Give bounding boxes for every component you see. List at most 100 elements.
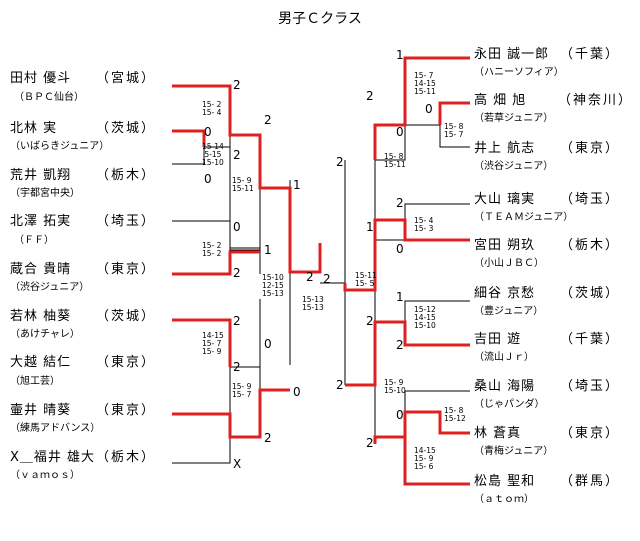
match-result: 0 bbox=[204, 125, 212, 139]
winner-line bbox=[343, 56, 470, 486]
player-name: 永田 誠一郎 bbox=[474, 47, 550, 62]
match-result: 0 bbox=[425, 102, 433, 116]
player-pref: （埼玉） bbox=[560, 379, 621, 394]
player-pref: （埼玉） bbox=[560, 192, 621, 207]
player-pref: （東京） bbox=[560, 141, 621, 156]
player-pref: （東京） bbox=[560, 426, 621, 441]
player-pref: （栃木） bbox=[96, 450, 157, 465]
player-name: 松島 聖和 bbox=[474, 474, 536, 489]
match-result: 0 bbox=[264, 337, 272, 351]
player-name: 吉田 遊 bbox=[474, 332, 522, 347]
match-result: 0 bbox=[204, 172, 212, 186]
match-result: 1 bbox=[366, 220, 374, 234]
player-pref: （茨城） bbox=[560, 286, 621, 301]
match-result: 0 bbox=[396, 408, 404, 422]
player-pref: （千葉） bbox=[560, 47, 621, 62]
winner-line bbox=[172, 129, 290, 439]
player-name: 蔵合 貴晴 bbox=[10, 262, 72, 277]
player-pref: （栃木） bbox=[560, 238, 621, 253]
match-score: 15- 8 15-12 bbox=[444, 406, 466, 423]
match-score: 15- 8 15-11 bbox=[384, 152, 406, 169]
player-name: 井上 航志 bbox=[474, 141, 536, 156]
match-result: 0 bbox=[396, 242, 404, 256]
player-name: 高 畑 旭 bbox=[474, 93, 527, 108]
match-result: 2 bbox=[366, 314, 374, 328]
player-pref: （東京） bbox=[96, 355, 157, 370]
player-name: 宮田 朔玖 bbox=[474, 238, 536, 253]
match-result: 2 bbox=[233, 78, 241, 92]
match-score: 15- 2 15- 2 bbox=[202, 241, 222, 258]
match-result: 2 bbox=[396, 338, 404, 352]
player-club: （青梅ジュニア） bbox=[474, 446, 554, 457]
player-club: （若草ジュニア） bbox=[474, 113, 554, 124]
match-score: 15- 2 15- 4 bbox=[202, 100, 222, 117]
match-score: 15-10 12-15 15-13 bbox=[262, 273, 284, 298]
player-name: 北澤 拓実 bbox=[10, 214, 72, 229]
player-club: （ｖａｍｏｓ） bbox=[10, 470, 80, 481]
player-name: 林 蒼真 bbox=[474, 426, 522, 441]
match-result: 2 bbox=[366, 89, 374, 103]
player-name: X＿福井 雄大 bbox=[10, 450, 96, 465]
player-club: （流山Ｊｒ） bbox=[474, 352, 534, 363]
match-result: 0 bbox=[396, 125, 404, 139]
player-club: （ＢＰＣ仙台） bbox=[14, 92, 84, 103]
player-club: （豊ジュニア） bbox=[474, 306, 544, 317]
player-name: 細谷 京愁 bbox=[474, 286, 536, 301]
player-club: （小山ＪＢＣ） bbox=[474, 258, 544, 269]
match-score: 15- 9 15- 7 bbox=[232, 382, 252, 399]
match-result: 2 bbox=[264, 431, 272, 445]
player-name: 大越 結仁 bbox=[10, 355, 72, 370]
match-result: 1 bbox=[396, 290, 404, 304]
match-result: 2 bbox=[336, 378, 344, 392]
match-score: 15- 9 15-11 bbox=[232, 176, 254, 193]
player-club: （練馬アドバンス） bbox=[10, 423, 101, 434]
match-result: 2 bbox=[366, 436, 374, 450]
match-result: 2 bbox=[264, 113, 272, 127]
player-club: （あけチャレ） bbox=[10, 329, 80, 340]
match-result: 2 bbox=[323, 272, 331, 286]
match-score: 15- 4 15- 3 bbox=[414, 216, 434, 233]
player-name: 北林 実 bbox=[10, 121, 58, 136]
match-result: 2 bbox=[233, 360, 241, 374]
player-club: （ａｔｏｍ） bbox=[474, 494, 534, 505]
match-result: 0 bbox=[233, 220, 241, 234]
match-result: 2 bbox=[233, 148, 241, 162]
match-result: 2 bbox=[396, 196, 404, 210]
match-score: 14-15 15- 9 15- 6 bbox=[414, 446, 436, 471]
match-score: 15- 7 14-15 15-11 bbox=[414, 71, 436, 96]
page-title: 男子Ｃクラス bbox=[278, 11, 362, 27]
player-pref: （埼玉） bbox=[96, 214, 157, 229]
match-score: 14-15 15- 7 15- 9 bbox=[202, 331, 224, 356]
player-pref: （茨城） bbox=[96, 309, 157, 324]
player-name: 若林 柚葵 bbox=[10, 309, 72, 324]
player-pref: （東京） bbox=[96, 262, 157, 277]
player-club: （ＴＥＡＭジュニア） bbox=[474, 212, 574, 223]
player-club: （渋谷ジュニア） bbox=[10, 282, 90, 293]
player-club: （旭工芸） bbox=[10, 376, 60, 387]
match-result: 1 bbox=[396, 48, 404, 62]
player-pref: （神奈川） bbox=[558, 93, 634, 108]
match-score: 15- 9 15-10 bbox=[384, 378, 406, 395]
player-club: （ハニーソフィア） bbox=[474, 67, 564, 78]
player-club: （渋谷ジュニア） bbox=[474, 161, 554, 172]
player-club: （じゃパンダ） bbox=[474, 399, 545, 410]
player-pref: （茨城） bbox=[96, 121, 157, 136]
match-result: X bbox=[233, 457, 242, 471]
match-result: 2 bbox=[233, 314, 241, 328]
player-pref: （千葉） bbox=[560, 332, 621, 347]
player-pref: （東京） bbox=[96, 403, 157, 418]
match-score: 15-11 15- 5 bbox=[355, 271, 377, 288]
player-name: 壷井 晴葵 bbox=[10, 403, 72, 418]
player-name: 田村 優斗 bbox=[10, 71, 72, 86]
match-result: 0 bbox=[293, 385, 301, 399]
player-club: （ＦＦ） bbox=[14, 235, 54, 246]
match-score: 15- 8 15- 7 bbox=[444, 122, 464, 139]
player-pref: （群馬） bbox=[560, 474, 621, 489]
player-pref: （栃木） bbox=[96, 168, 157, 183]
winner-line bbox=[172, 84, 322, 274]
player-name: 荒井 凱翔 bbox=[10, 168, 72, 183]
match-result: 2 bbox=[306, 270, 314, 284]
match-score: 15-12 14-15 15-10 bbox=[414, 305, 436, 330]
player-club: （宇都宮中央） bbox=[10, 188, 80, 199]
